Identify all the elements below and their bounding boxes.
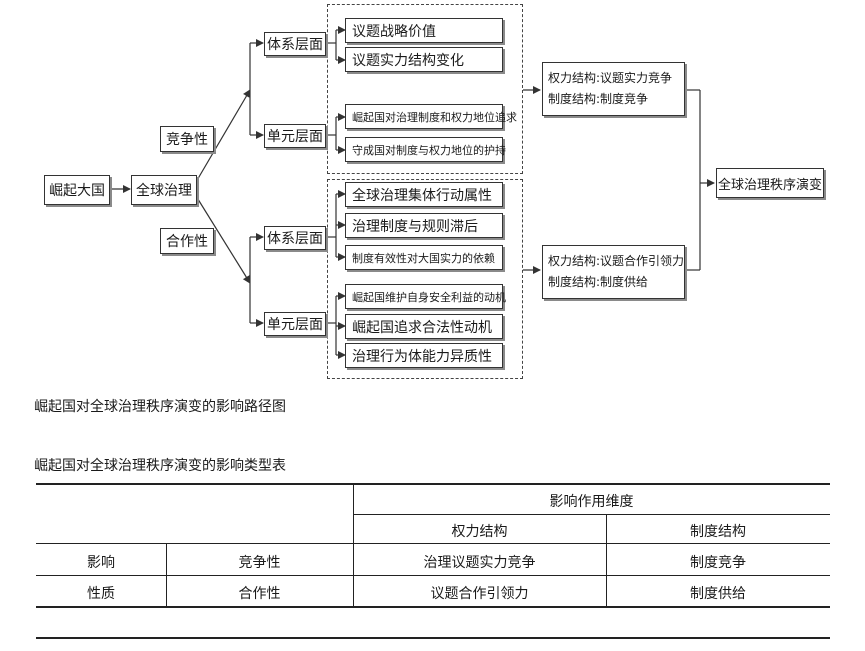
table-row-cooperative-institution: 制度供给	[690, 586, 746, 602]
table-header-power: 权力结构	[451, 524, 508, 540]
table-header-institution: 制度结构	[690, 524, 746, 540]
table-final-rule	[36, 637, 830, 639]
governance-order-evolution-node: 全球治理秩序演变	[716, 168, 824, 198]
factor-legitimacy-motive: 崛起国追求合法性动机	[345, 314, 503, 339]
figure-caption: 崛起国对全球治理秩序演变的影响路径图	[34, 399, 286, 415]
competitive-outcome-box: 权力结构:议题实力竞争 制度结构:制度竞争	[542, 62, 685, 116]
table-row-header-line2: 性质	[87, 586, 115, 602]
factor-institutional-lag: 治理制度与规则滞后	[345, 213, 503, 238]
competitive-system-level-node: 体系层面	[264, 32, 326, 56]
table-header-group: 影响作用维度	[549, 494, 634, 510]
table-col-divider-row-header	[166, 543, 167, 607]
table-header-mid-rule	[353, 514, 830, 515]
table-row-cooperative-power: 议题合作引领力	[430, 586, 529, 602]
table-caption: 崛起国对全球治理秩序演变的影响类型表	[34, 458, 286, 474]
table-bottom-rule	[36, 606, 830, 608]
factor-rising-power-pursuit: 崛起国对治理制度和权力地位追求	[345, 104, 517, 129]
cooperative-outcome-institution: 制度结构:制度供给	[548, 275, 649, 289]
cooperative-system-level-node: 体系层面	[264, 226, 326, 250]
global-governance-node: 全球治理	[131, 175, 197, 205]
factor-actor-capability-heterogeneity: 治理行为体能力异质性	[345, 343, 503, 368]
factor-collective-action-nature: 全球治理集体行动属性	[345, 182, 503, 207]
competitive-outcome-institution: 制度结构:制度竞争	[548, 92, 649, 106]
factor-issue-power-structure-change: 议题实力结构变化	[345, 47, 503, 72]
competitive-outcome-power: 权力结构:议题实力竞争	[548, 71, 673, 85]
table-col-divider-1	[353, 484, 354, 607]
factor-security-interest-motive: 崛起国维护自身安全利益的动机	[345, 284, 506, 309]
competitive-label: 竞争性	[160, 126, 214, 152]
factor-status-quo-power-defense: 守成国对制度与权力地位的护持	[345, 137, 506, 162]
table-row-cooperative-type: 合作性	[238, 586, 281, 602]
rising-power-node: 崛起大国	[44, 175, 110, 205]
table-col-divider-2	[606, 514, 607, 607]
factor-institutional-effectiveness-dependence: 制度有效性对大国实力的依赖	[345, 245, 503, 270]
table-row-competitive-type: 竞争性	[238, 555, 281, 571]
table-row-competitive-institution: 制度竞争	[690, 555, 746, 571]
cooperative-outcome-power: 权力结构:议题合作引领力	[548, 254, 685, 268]
table-row-rule	[36, 575, 830, 576]
table-header-bottom-rule	[36, 543, 830, 544]
table-row-header-line1: 影响	[87, 555, 115, 571]
competitive-unit-level-node: 单元层面	[264, 124, 326, 148]
table-row-competitive-power: 治理议题实力竞争	[423, 555, 536, 571]
cooperative-unit-level-node: 单元层面	[264, 312, 326, 336]
cooperative-label: 合作性	[160, 228, 214, 254]
cooperative-outcome-box: 权力结构:议题合作引领力 制度结构:制度供给	[542, 245, 685, 299]
table-top-rule	[36, 483, 830, 485]
competitive-factors-group	[327, 4, 523, 174]
cooperative-factors-group	[327, 179, 523, 379]
factor-issue-strategic-value: 议题战略价值	[345, 18, 503, 43]
